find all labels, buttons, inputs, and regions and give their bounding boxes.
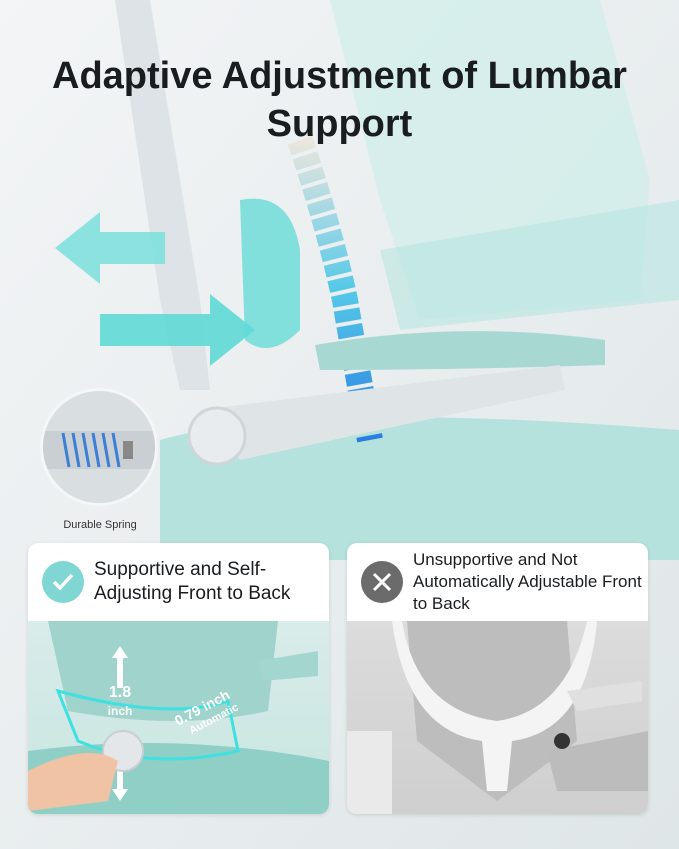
- headline: Adaptive Adjustment of Lumbar Support: [52, 55, 627, 145]
- arrow-forward-icon: [100, 294, 255, 366]
- bad-caption: Unsupportive and Not Automatically Adjus…: [413, 550, 642, 613]
- adjustable-chair-photo: 1.8 inch 0.79 inch Automatic: [28, 621, 329, 814]
- good-caption: Supportive and Self-Adjusting Front to B…: [94, 559, 291, 604]
- height-value: 1.8: [109, 684, 131, 701]
- bad-comparison-card: Unsupportive and Not Automatically Adjus…: [347, 543, 648, 814]
- spring-label: Durable Spring: [63, 519, 137, 531]
- lumbar-pad: [240, 198, 300, 348]
- x-icon: [361, 561, 403, 603]
- good-comparison-card: Supportive and Self-Adjusting Front to B…: [28, 543, 329, 814]
- non-adjustable-chair-photo: [347, 621, 648, 814]
- check-icon: [42, 561, 84, 603]
- arrow-back-icon: [55, 212, 165, 284]
- spring-icon: [43, 431, 155, 469]
- spring-inset: [40, 388, 158, 506]
- armrest: [315, 331, 605, 370]
- height-unit: inch: [108, 704, 133, 718]
